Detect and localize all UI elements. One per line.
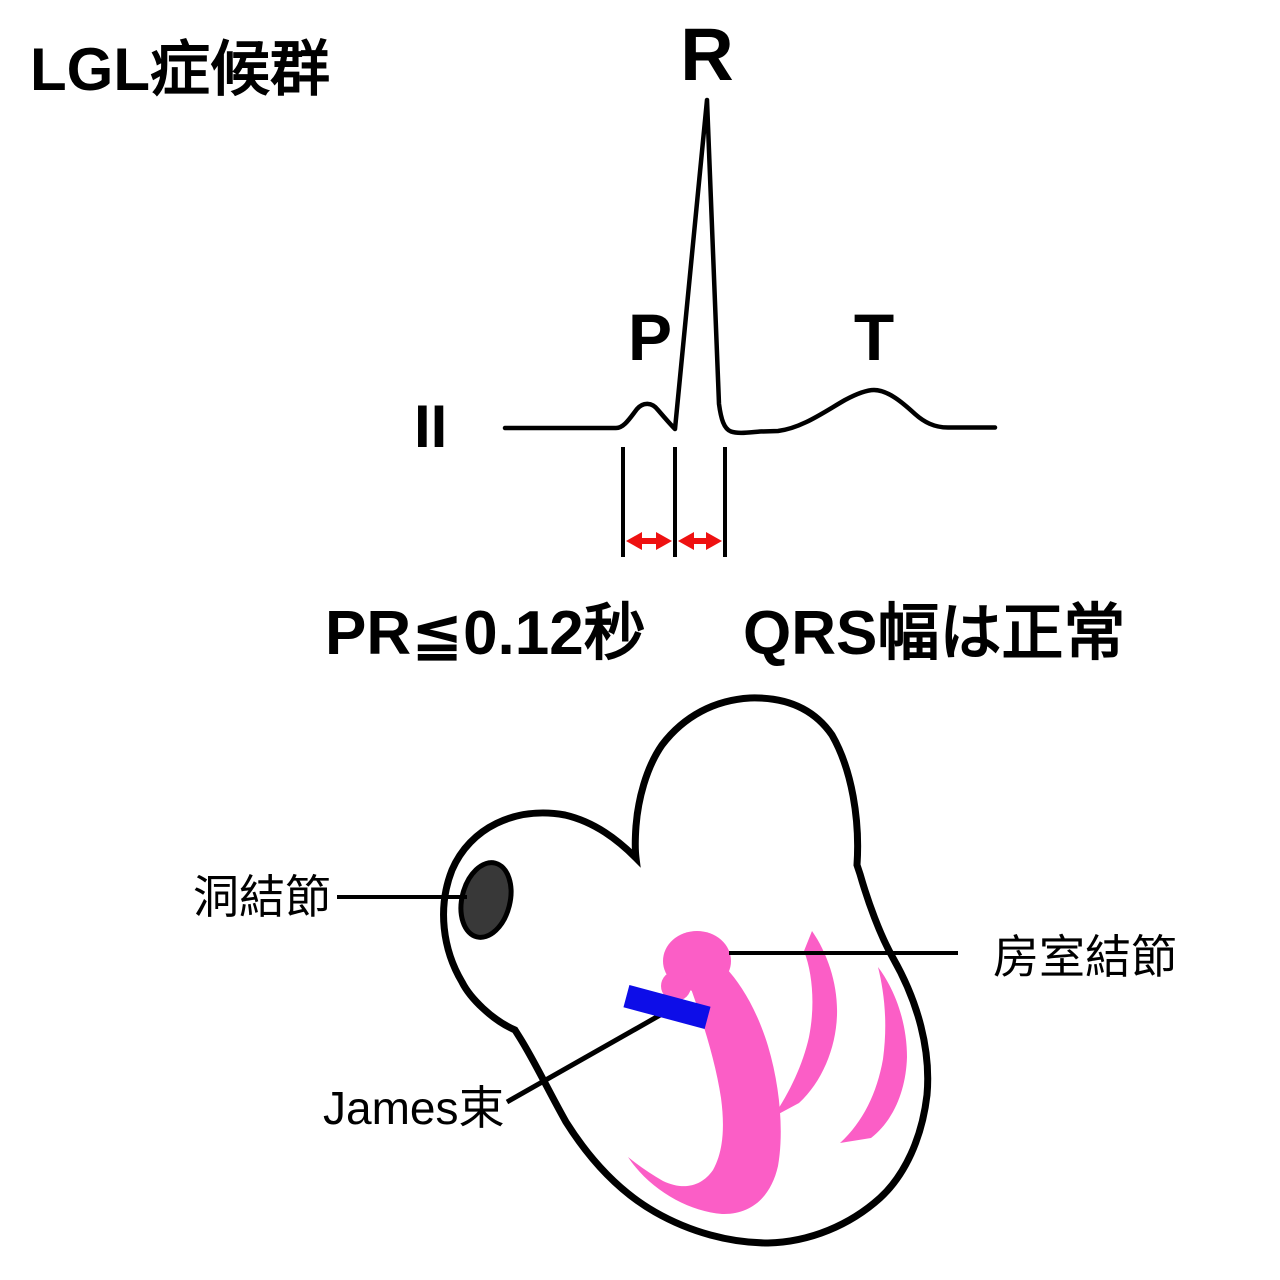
r-wave-label: R — [680, 13, 733, 96]
av-node-lower-bump — [661, 971, 691, 1001]
conduction-trunk — [628, 968, 781, 1215]
av-node-label: 房室結節 — [993, 931, 1177, 983]
qrs-interval-arrow — [678, 532, 722, 550]
james-bundle-pointer-line — [505, 1011, 664, 1105]
page-title: LGL症候群 — [30, 36, 330, 103]
james-bundle-bar — [623, 985, 711, 1029]
james-bundle-label: James束 — [323, 1082, 504, 1134]
ecg-lead-label: II — [414, 393, 447, 460]
pr-interval-arrow — [626, 532, 672, 550]
sinus-node — [458, 860, 514, 940]
conduction-system — [628, 931, 907, 1215]
qrs-width-finding: QRS幅は正常 — [743, 599, 1125, 668]
sinus-node-label: 洞結節 — [193, 871, 331, 923]
bundle-branch-outer — [840, 967, 907, 1143]
ecg-trace — [502, 97, 998, 436]
pr-interval-finding: PR≦0.12秒 — [325, 599, 646, 668]
bundle-branch-inner — [773, 931, 838, 1117]
p-wave-label: P — [628, 300, 672, 374]
t-wave-label: T — [854, 300, 894, 374]
